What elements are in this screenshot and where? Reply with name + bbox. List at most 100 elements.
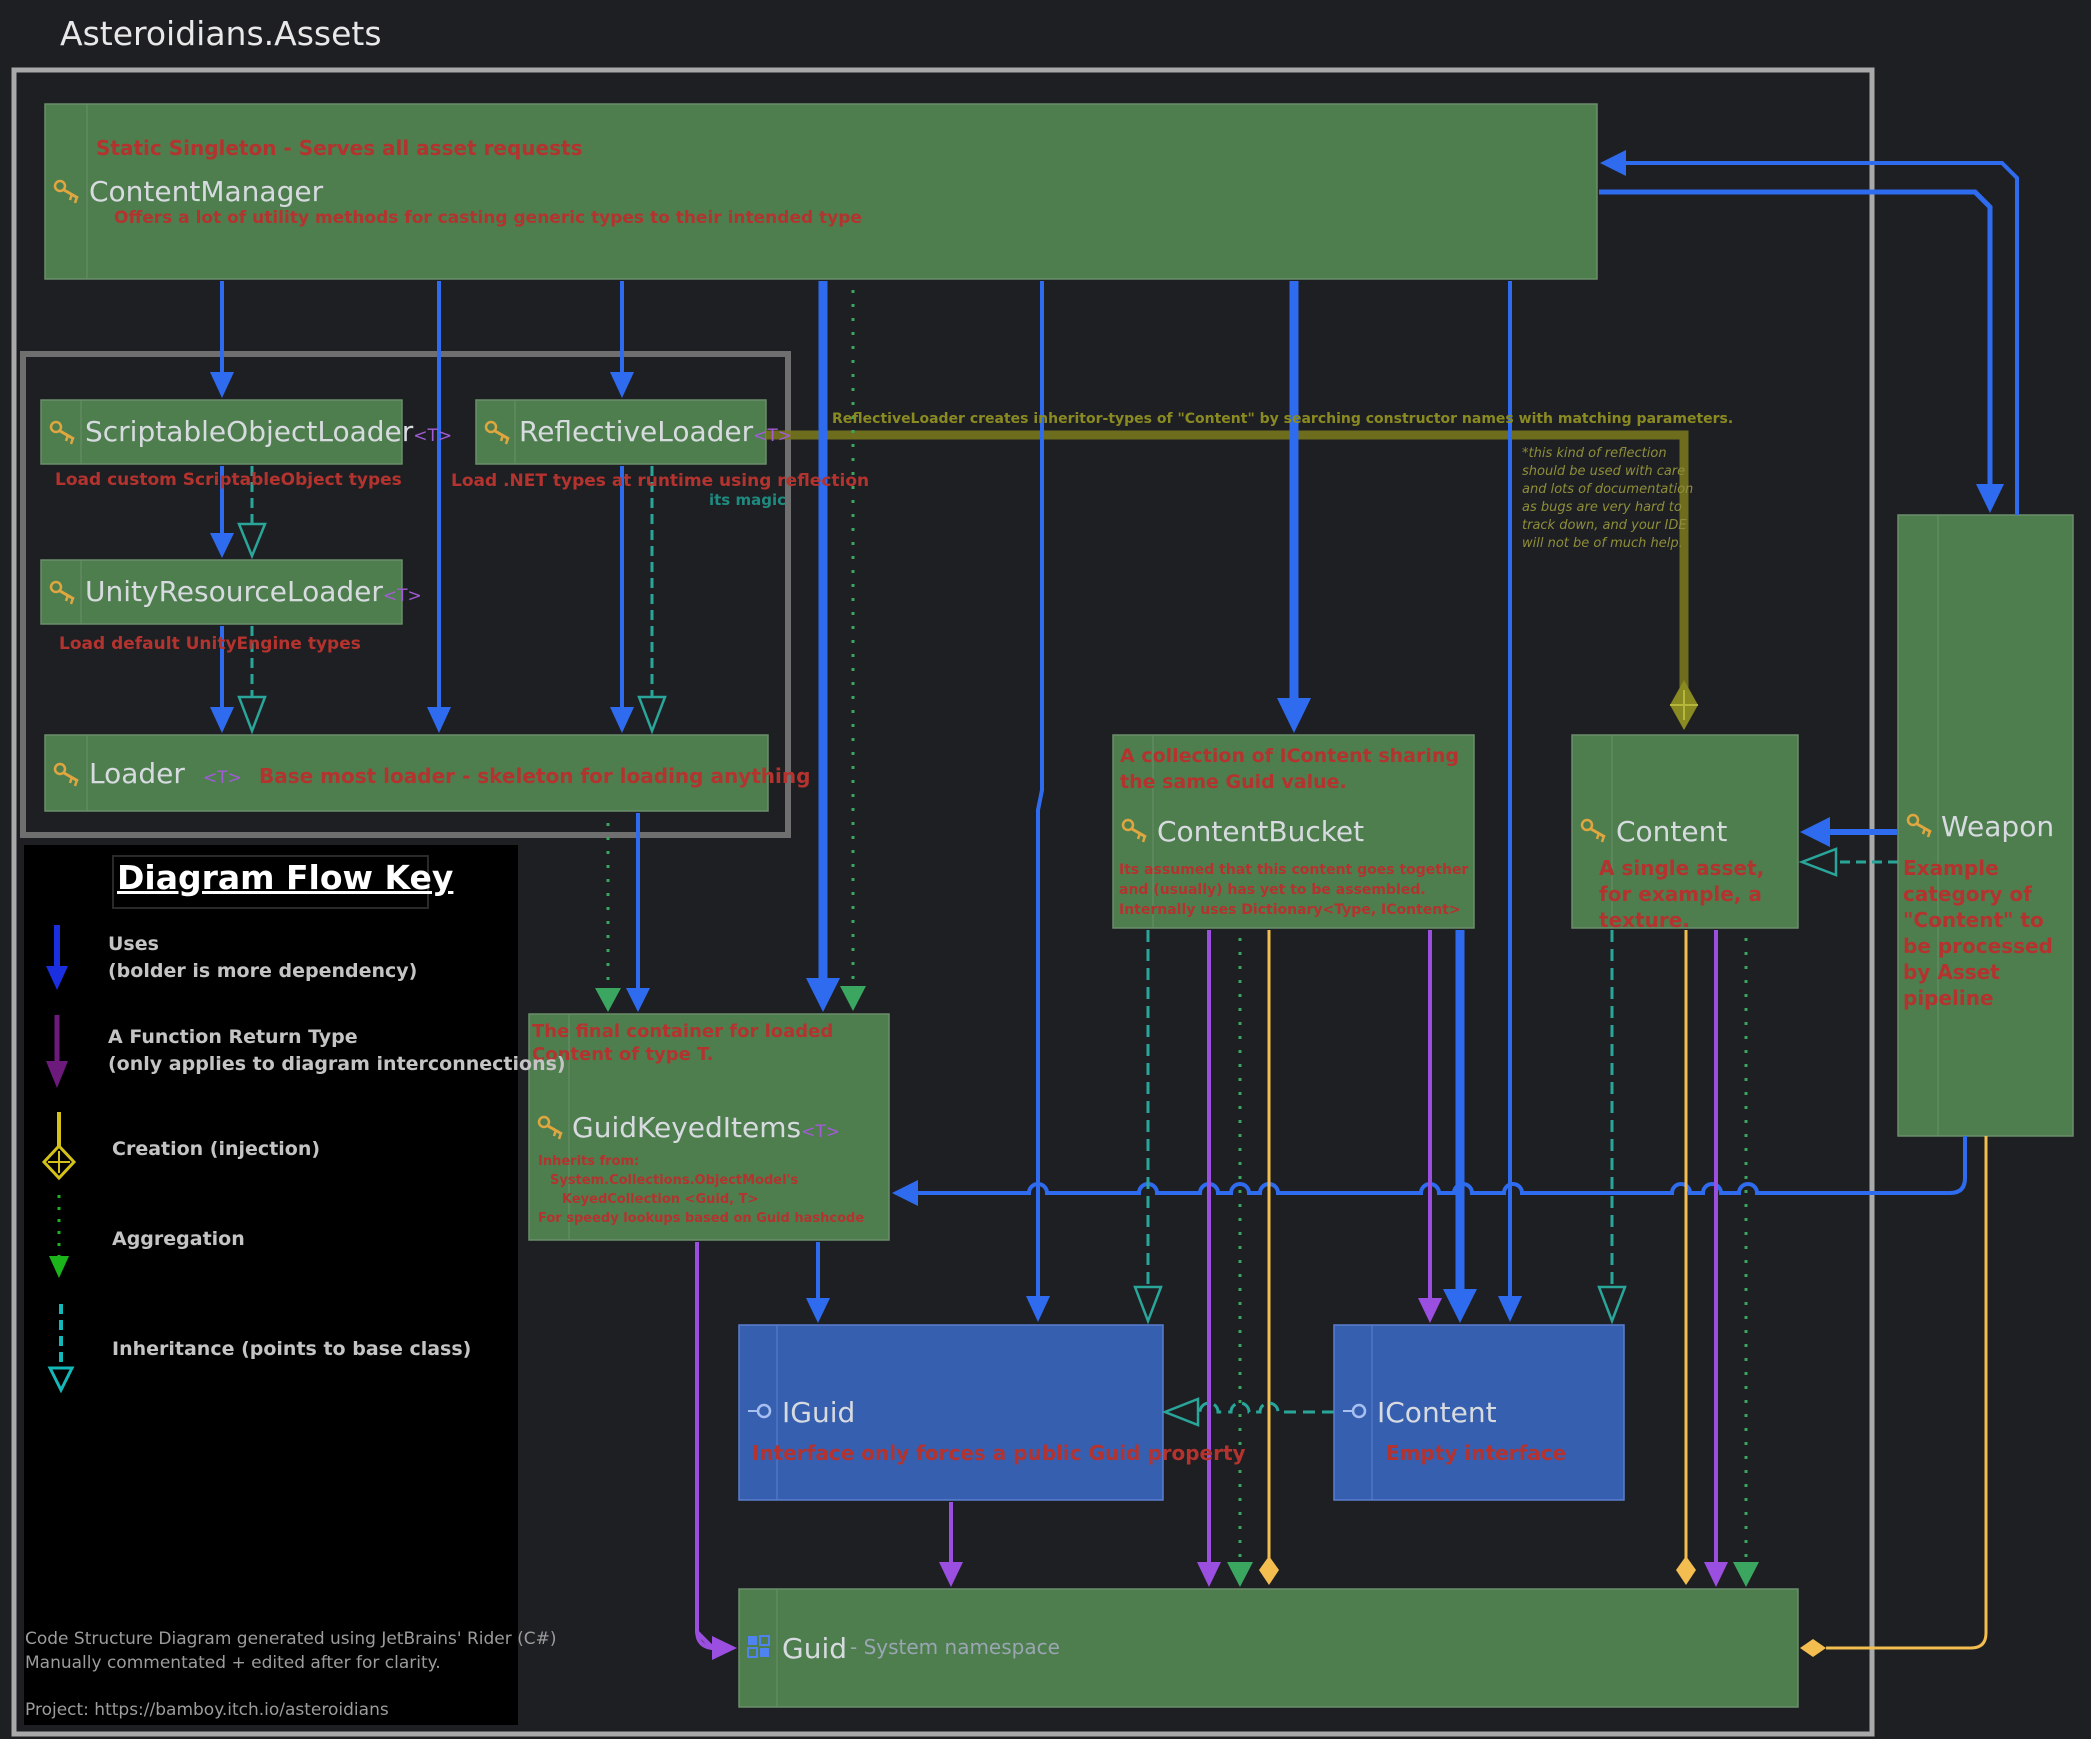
guid-keyed-items-box[interactable] (528, 1013, 890, 1241)
reflective-loader-name[interactable]: ReflectiveLoader<T> (519, 415, 792, 448)
uses-wire-loader-guidkeyeditems (626, 813, 650, 1012)
icontent-name[interactable]: IContent (1377, 1396, 1497, 1429)
key-title-frame (112, 855, 429, 909)
uses-wire-cm-guidkeyeditems (806, 281, 840, 1012)
guid-keyed-items-comment-2: Inherits from: System.Collections.Object… (538, 1152, 864, 1228)
guid-keyed-items-comment-line: KeyedCollection <Guid, T> (562, 1192, 759, 1207)
content-manager-box[interactable] (44, 103, 1598, 280)
inheritance-wire-weapon-content (1798, 847, 1898, 877)
namespace-title: Asteroidians.Assets (60, 14, 382, 53)
iguid-box[interactable] (738, 1324, 1164, 1501)
content-comment: A single asset, for example, a texture. (1599, 856, 1765, 932)
inheritance-wire-icontent-iguid (1161, 1397, 1334, 1427)
aggregation-wire-contentbucket-guid (1227, 938, 1253, 1587)
reflective-loader-label: ReflectiveLoader (519, 415, 754, 448)
interface-icon-iguid (748, 1403, 772, 1419)
guid-name[interactable]: Guid (782, 1632, 847, 1665)
creation-wire-weapon-guid (1800, 1136, 1988, 1657)
scriptable-object-loader-label: ScriptableObjectLoader (85, 415, 414, 448)
uses-wire-weapon-content (1800, 817, 1898, 847)
reflection-note-line: will not be of much help. (1522, 536, 1683, 551)
class-icon-url (49, 580, 75, 605)
reflection-note: *this kind of reflection should be used … (1522, 445, 1693, 553)
aggregation-wire-loader-guidkeyeditems (595, 823, 621, 1012)
key-item-creation: Creation (injection) (112, 1136, 320, 1163)
interface-icon-icontent (1343, 1403, 1367, 1419)
key-panel (24, 845, 518, 1725)
return-wire-contentbucket-guid (1197, 930, 1221, 1587)
reflective-loader-box[interactable] (475, 399, 767, 465)
reflection-annotation: ReflectiveLoader creates inheritor-types… (832, 411, 1734, 427)
inheritance-wire-content-icontent (1597, 930, 1627, 1325)
key-item-return-type: A Function Return Type (only applies to … (108, 1024, 566, 1078)
content-bucket-name[interactable]: ContentBucket (1157, 815, 1365, 848)
content-bucket-comment: A collection of IContent sharing the sam… (1120, 745, 1459, 793)
unity-resource-loader-comment: Load default UnityEngine types (59, 634, 361, 654)
scriptable-object-loader-name[interactable]: ScriptableObjectLoader<T> (85, 415, 452, 448)
uses-wire-contentbucket-icontent (1443, 930, 1477, 1323)
uses-wire-cm-sol (210, 281, 234, 398)
weapon-name[interactable]: Weapon (1941, 810, 2055, 843)
unity-resource-loader-label: UnityResourceLoader (85, 575, 383, 608)
creation-diamond-icon (41, 1112, 77, 1181)
inheritance-wire-url-loader (237, 626, 267, 735)
scriptable-object-loader-box[interactable] (40, 399, 403, 465)
loader-label: Loader (89, 757, 185, 790)
key-item-line: A Function Return Type (108, 1026, 358, 1048)
icontent-comment: Empty interface (1386, 1441, 1567, 1465)
return-wire-contentbucket-icontent (1418, 930, 1442, 1323)
reflective-loader-comment-2: its magic (709, 491, 786, 509)
loader-box[interactable] (44, 734, 769, 812)
key-item-line: (only applies to diagram interconnection… (108, 1053, 566, 1075)
loader-name[interactable]: Loader<T> (89, 757, 242, 790)
guid-keyed-items-name[interactable]: GuidKeyedItems<T> (572, 1111, 840, 1144)
content-bucket-comment-line: and (usually) has yet to be assembled. (1119, 882, 1426, 898)
uses-wire-url-loader (210, 626, 234, 733)
guid-box[interactable] (738, 1588, 1799, 1708)
key-item-uses: Uses (bolder is more dependency) (108, 931, 417, 985)
guid-keyed-items-comment-line: For speedy lookups based on Guid hashcod… (538, 1211, 865, 1226)
namespace-frame (11, 67, 1875, 1737)
content-box[interactable] (1571, 734, 1799, 929)
guid-keyed-items-comment: The final container for loaded Content o… (532, 1021, 834, 1065)
return-wire-content-guid (1704, 930, 1728, 1587)
content-bucket-comment-line: Its assumed that this content goes toget… (1119, 862, 1469, 878)
return-type-arrow-icon (46, 1015, 68, 1088)
content-bucket-box[interactable] (1112, 734, 1475, 929)
unity-resource-loader-box[interactable] (40, 559, 403, 625)
aggregation-wire-content-guid (1733, 938, 1759, 1587)
key-item-inheritance: Inheritance (points to base class) (112, 1336, 471, 1363)
content-name[interactable]: Content (1616, 815, 1728, 848)
content-manager-name[interactable]: ContentManager (89, 175, 324, 208)
loader-group-frame (20, 351, 791, 838)
uses-wire-reflective-loader (610, 466, 634, 733)
scriptable-object-loader-generic: <T> (413, 426, 453, 446)
iguid-name[interactable]: IGuid (782, 1396, 856, 1429)
icontent-box[interactable] (1333, 1324, 1625, 1501)
inheritance-wire-reflective-loader (637, 466, 667, 735)
class-icon-guidkeyeditems (537, 1115, 563, 1140)
return-wire-guidkeyeditems-guid (695, 1242, 737, 1660)
class-icon-contentbucket (1121, 818, 1147, 843)
uses-wire-cm-loader (427, 281, 451, 733)
key-item-line: Uses (108, 933, 159, 955)
loader-comment: Base most loader - skeleton for loading … (259, 764, 811, 788)
uses-wire-cm-reflective (610, 281, 634, 398)
key-title: Diagram Flow Key (117, 858, 454, 897)
uses-wire-cm-contentbucket (1277, 281, 1311, 733)
inheritance-wire-sol-url (237, 466, 267, 560)
unity-resource-loader-name[interactable]: UnityResourceLoader<T> (85, 575, 422, 608)
inheritance-arrow-icon (47, 1304, 75, 1394)
weapon-box[interactable] (1897, 514, 2074, 1137)
return-wire-iguid-guid (939, 1502, 963, 1587)
footer-project-link[interactable]: Project: https://bamboy.itch.io/asteroid… (25, 1700, 389, 1720)
guid-keyed-items-generic: <T> (801, 1122, 840, 1142)
creation-wire-contentbucket-guid (1259, 930, 1279, 1585)
class-icon-content (1580, 818, 1606, 843)
reflective-loader-generic: <T> (753, 426, 793, 446)
key-item-line: Inheritance (points to base class) (112, 1338, 472, 1360)
scriptable-object-loader-comment: Load custom ScriptableObject types (55, 470, 402, 490)
class-icon-content-manager (53, 179, 79, 204)
